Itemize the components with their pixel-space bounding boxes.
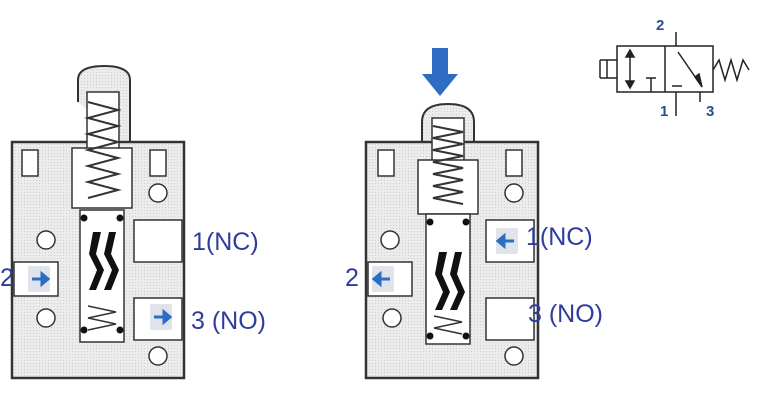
- left-port-1-nc-label: 1(NC): [192, 228, 259, 256]
- right-port-2-label: 2: [345, 264, 359, 292]
- left-port-2-label: 2: [0, 264, 14, 292]
- right-valve-body: [364, 102, 540, 380]
- left-valve-flow-arrows: [28, 266, 173, 330]
- left-port-3-no-label: 3 (NO): [191, 307, 266, 335]
- symbol-port-1-label: 1: [660, 103, 669, 120]
- right-port-3-no-label: 3 (NO): [528, 300, 603, 328]
- actuation-arrow-icon: [422, 48, 458, 96]
- right-port-1-nc-label: 1(NC): [526, 223, 593, 251]
- valve-symbol: [599, 32, 750, 116]
- right-valve-flow-arrows: [371, 228, 518, 292]
- left-valve-body: [10, 64, 186, 380]
- symbol-port-3-label: 3: [706, 103, 715, 120]
- symbol-port-2-label: 2: [656, 17, 665, 34]
